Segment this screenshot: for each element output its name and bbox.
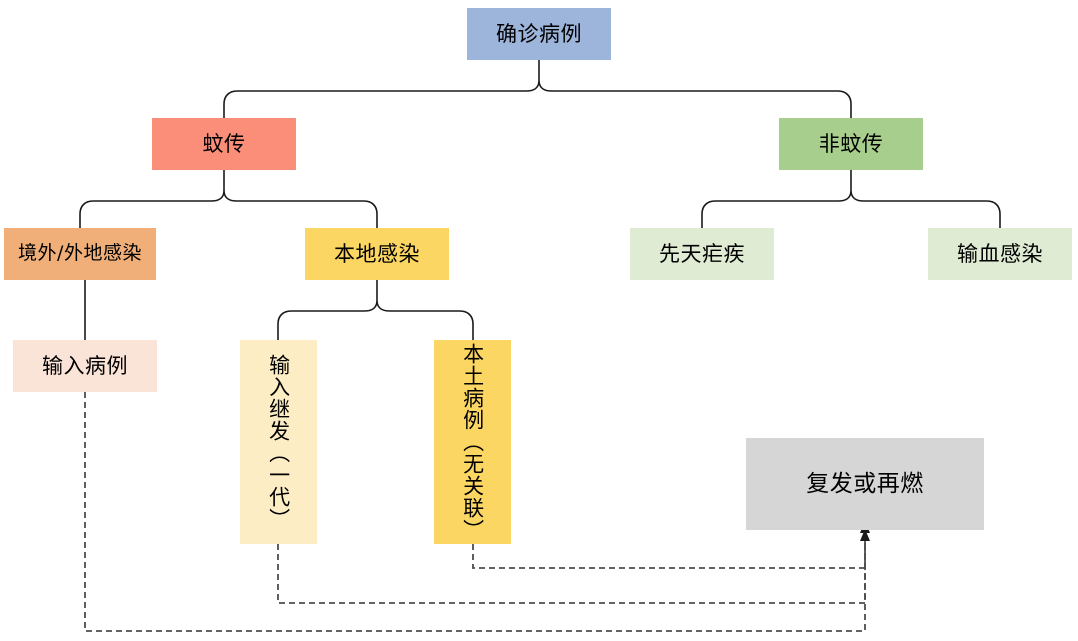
node-overseas-or-other-area-infection-label: 境外/外地感染 — [18, 242, 142, 265]
node-relapse-or-recrudescence-label: 复发或再燃 — [806, 470, 924, 497]
node-local-infection-label: 本地感染 — [334, 241, 420, 266]
node-introduced-first-generation[interactable]: 输入继发（一代） — [240, 340, 317, 544]
node-indigenous-unlinked-case[interactable]: 本土病例（无关联） — [434, 340, 511, 544]
dashed-edge-introduced-to-relapse — [277, 538, 866, 604]
node-overseas-or-other-area-infection[interactable]: 境外/外地感染 — [4, 228, 156, 280]
node-transfusion-infection-label: 输血感染 — [957, 241, 1043, 266]
node-confirmed-case-label: 确诊病例 — [496, 21, 582, 46]
edge-confirmed-to-mosquito — [223, 81, 540, 119]
edge-local-to-indigenous — [376, 301, 474, 341]
solid-edge-group — [79, 59, 1001, 341]
edge-mosquito-to-imported-area — [79, 191, 225, 229]
node-transfusion-infection[interactable]: 输血感染 — [928, 228, 1072, 280]
node-local-infection[interactable]: 本地感染 — [305, 228, 449, 280]
node-introduced-first-generation-label: 输入继发（一代） — [266, 354, 291, 530]
edge-confirmed-to-non-mosquito — [538, 81, 852, 119]
node-relapse-or-recrudescence[interactable]: 复发或再燃 — [746, 438, 984, 530]
node-mosquito-borne-label: 蚊传 — [202, 131, 246, 156]
node-indigenous-unlinked-case-label: 本土病例（无关联） — [460, 343, 485, 541]
node-congenital-malaria[interactable]: 先天疟疾 — [630, 228, 774, 280]
node-imported-case[interactable]: 输入病例 — [13, 340, 157, 392]
node-mosquito-borne[interactable]: 蚊传 — [152, 118, 296, 170]
edge-non-mosquito-to-congenital — [701, 191, 852, 229]
node-non-mosquito-borne[interactable]: 非蚊传 — [779, 118, 923, 170]
node-congenital-malaria-label: 先天疟疾 — [659, 241, 745, 266]
edge-mosquito-to-local-infection — [223, 191, 378, 229]
node-imported-case-label: 输入病例 — [42, 353, 128, 378]
node-non-mosquito-borne-label: 非蚊传 — [818, 131, 884, 156]
dashed-edge-indigenous-to-relapse — [472, 538, 866, 569]
node-confirmed-case[interactable]: 确诊病例 — [467, 8, 611, 60]
relapse-arrowhead-icon — [860, 529, 870, 541]
edge-local-to-introduced — [277, 301, 378, 341]
edge-non-mosquito-to-transfusion — [850, 191, 1001, 229]
